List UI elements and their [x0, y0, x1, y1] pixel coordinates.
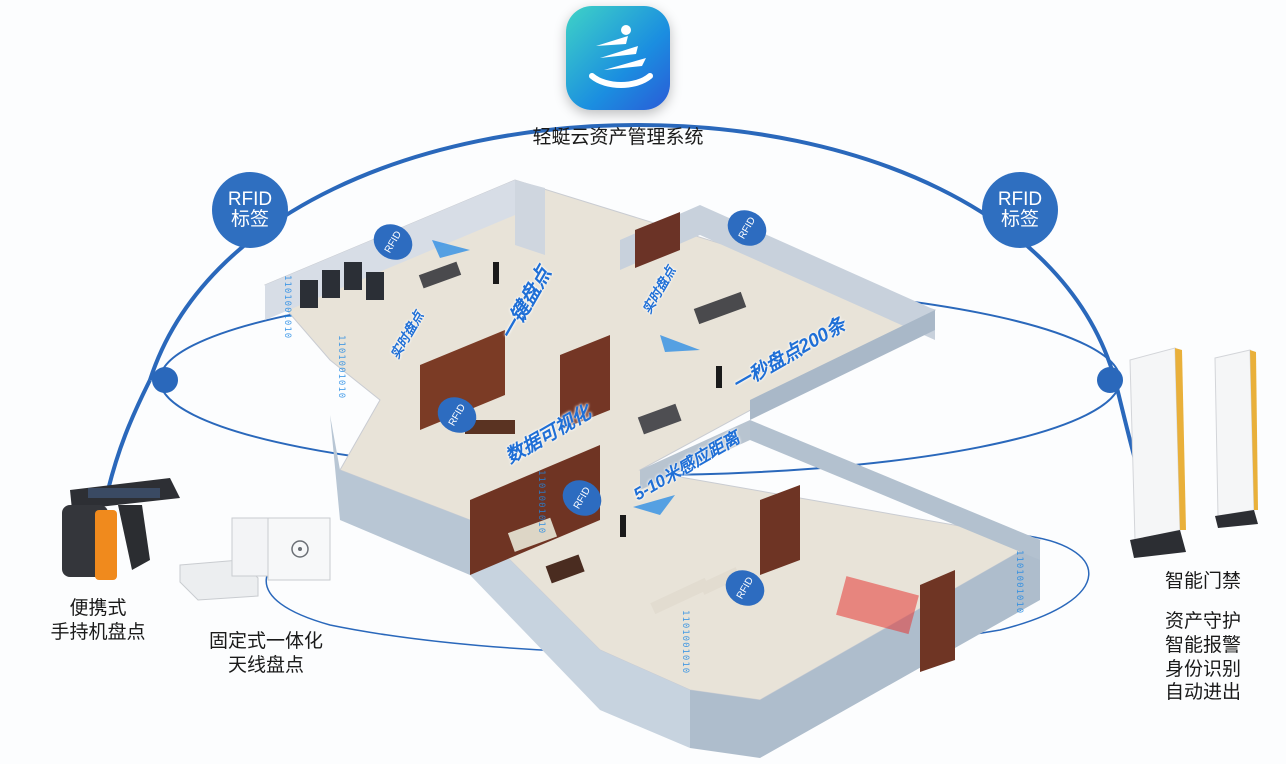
gate-graphic	[1129, 347, 1258, 558]
gate-feature-item: 自动进出	[1164, 682, 1241, 704]
handheld-label-line-1: 便携式	[69, 598, 127, 619]
badge-line-2: 标签	[1000, 209, 1039, 230]
gate-feature-list: 资产守护 智能报警 身份识别 自动进出	[1148, 610, 1258, 705]
binary-stream: 1101001010	[1014, 550, 1024, 615]
fixed-antenna-line-1: 固定式一体化	[208, 631, 323, 652]
orbit-node-right	[1097, 367, 1123, 393]
fixed-antenna-label: 固定式一体化 天线盘点	[186, 630, 346, 678]
rfid-tag-badge-left: RFID 标签	[212, 172, 288, 248]
app-logo-icon	[566, 6, 670, 110]
orbit-node-left	[152, 367, 178, 393]
fixed-antenna-graphic	[179, 517, 331, 601]
rfid-tag-badge-right: RFID 标签	[982, 172, 1058, 248]
gate-label: 智能门禁	[1164, 571, 1241, 592]
handheld-label: 便携式 手持机盘点	[28, 597, 168, 645]
binary-stream: 1101001010	[680, 610, 690, 675]
fixed-antenna-line-2: 天线盘点	[227, 654, 304, 676]
gate-feature-item: 资产守护	[1164, 611, 1241, 632]
gate-feature-item: 智能报警	[1164, 634, 1241, 656]
badge-line-2: 标签	[230, 209, 269, 230]
binary-stream: 1101001010	[336, 335, 346, 400]
badge-line-1: RFID	[997, 189, 1043, 211]
gate-feature-item: 身份识别	[1164, 658, 1241, 680]
badge-line-1: RFID	[227, 189, 273, 211]
handheld-device-graphic	[62, 478, 180, 580]
handheld-label-line-2: 手持机盘点	[50, 621, 146, 643]
dome-arc	[148, 123, 1117, 381]
app-title: 轻蜓云资产管理系统	[532, 127, 704, 148]
binary-stream: 1101001010	[536, 470, 546, 535]
binary-stream: 1101001010	[282, 275, 292, 340]
